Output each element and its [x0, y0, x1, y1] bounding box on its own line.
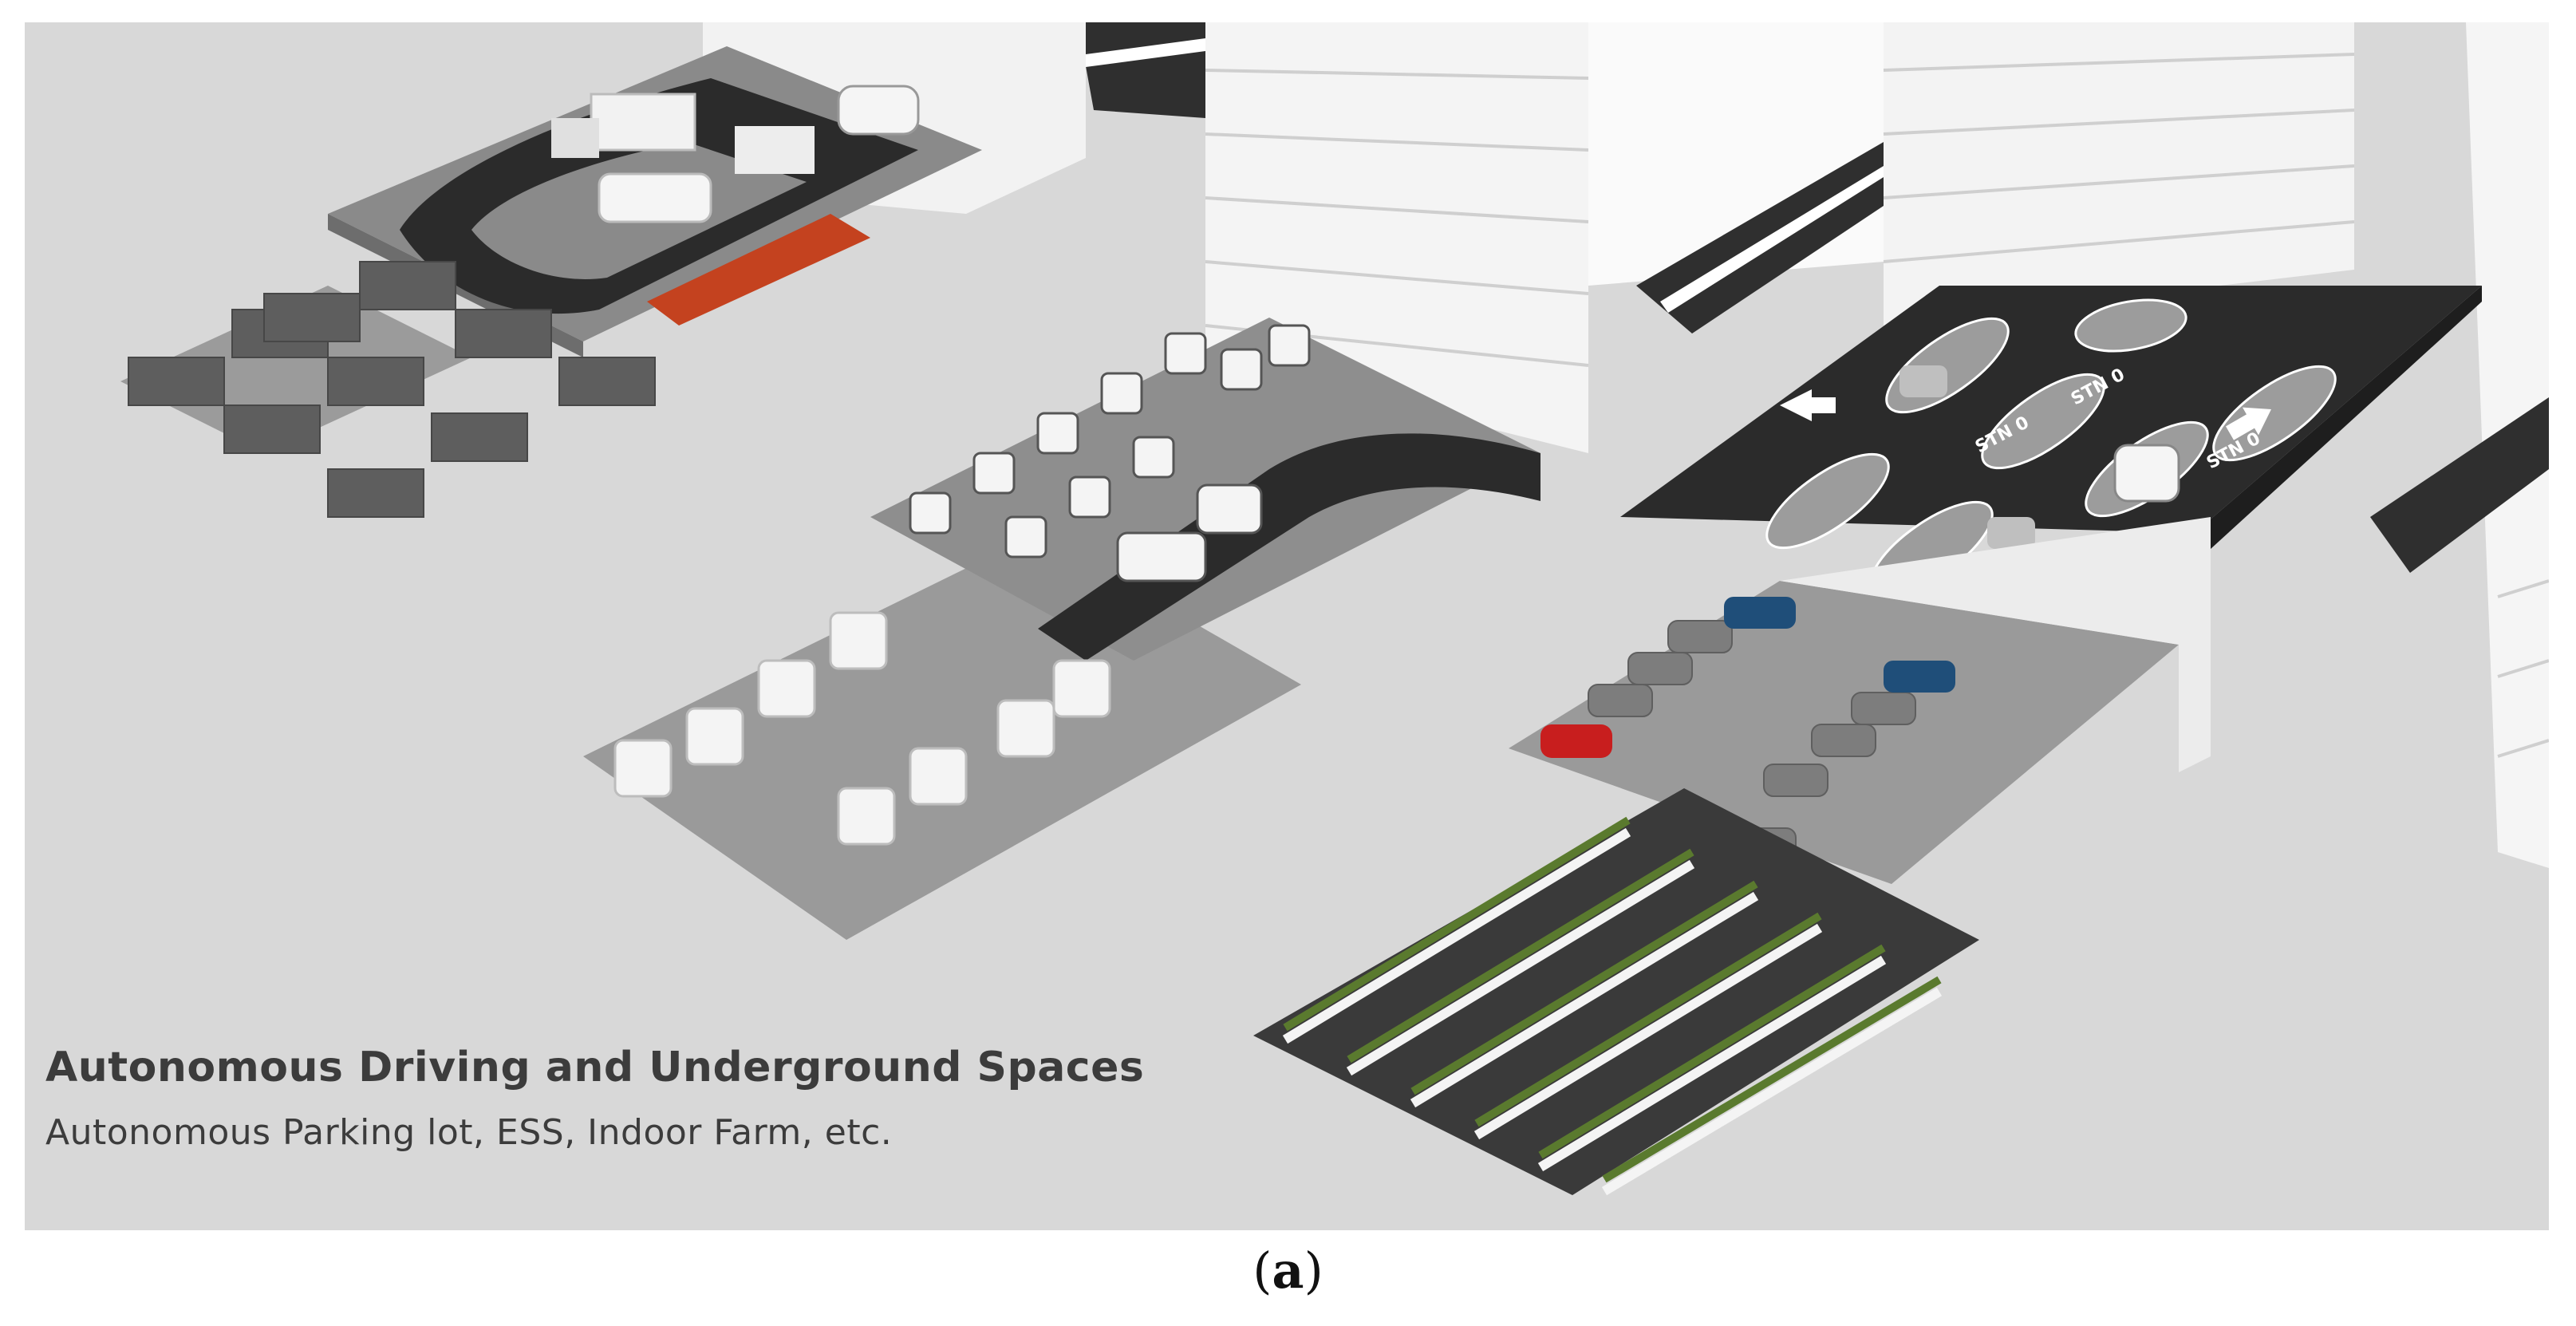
panel-label-open: (: [1252, 1241, 1272, 1300]
panel-label-letter: a: [1272, 1241, 1304, 1300]
dropoff-slab: STN 0 STN 0 STN 0: [1620, 286, 2482, 661]
pod-parking-slab: [583, 318, 1540, 940]
caption-subtitle: Autonomous Parking lot, ESS, Indoor Farm…: [45, 1112, 893, 1153]
car-parking-slab: [1509, 517, 2211, 884]
panel-label-close: ): [1304, 1241, 1324, 1300]
ess-battery-blocks: [120, 261, 656, 518]
indoor-farm: [1253, 788, 1979, 1196]
panel-label: (a): [0, 1241, 2576, 1300]
caption-title: Autonomous Driving and Underground Space…: [45, 1044, 1145, 1091]
illustration: STN 0 STN 0 STN 0: [25, 22, 2549, 1230]
scene-svg: STN 0 STN 0 STN 0: [25, 22, 2549, 1230]
